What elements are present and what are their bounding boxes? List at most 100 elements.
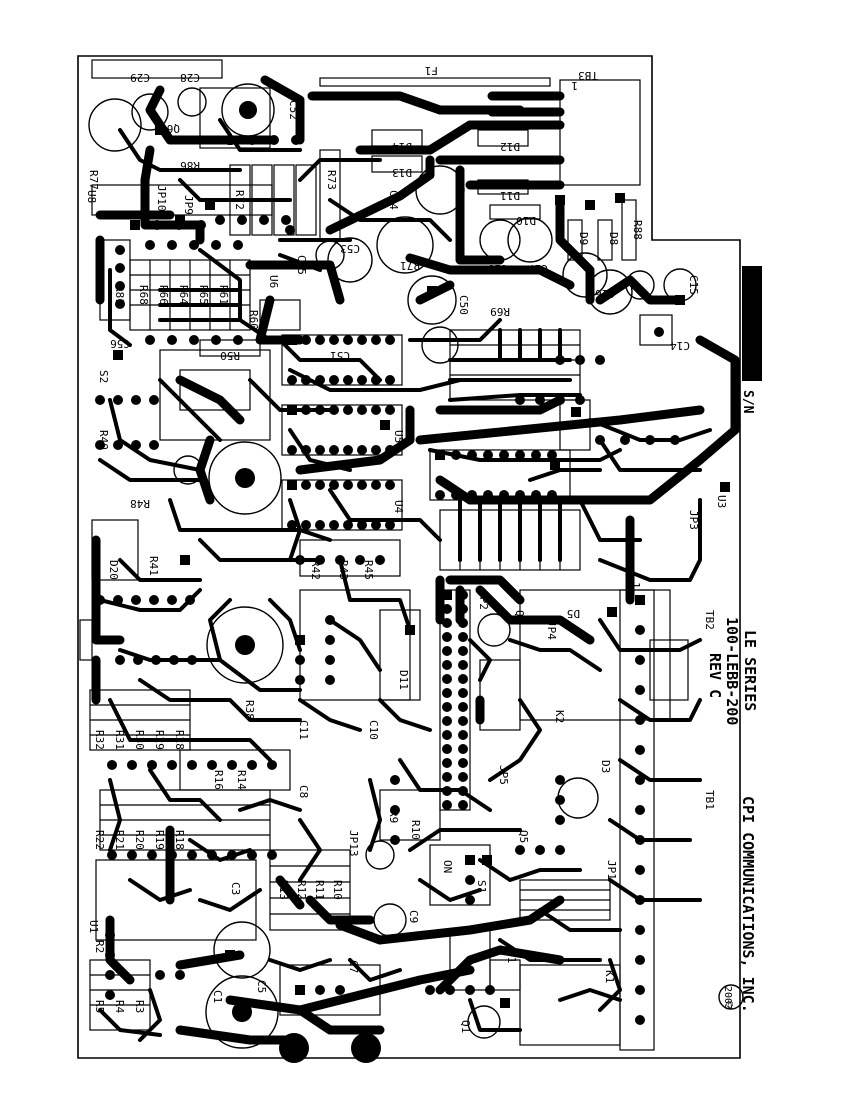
solder-pad [635, 895, 645, 905]
label-r5: R5 [93, 1000, 106, 1013]
solder-pad [237, 215, 247, 225]
solder-pad [595, 435, 605, 445]
solder-pad [458, 590, 468, 600]
solder-pad [385, 335, 395, 345]
label-d13: D13 [392, 166, 412, 179]
solder-pad [175, 970, 185, 980]
solder-pad [427, 286, 437, 296]
solder-pad [343, 375, 353, 385]
solder-pad [133, 655, 143, 665]
solder-pad [287, 375, 297, 385]
solder-pad [547, 450, 557, 460]
solder-pad [451, 490, 461, 500]
solder-pad [371, 520, 381, 530]
label-r65: R65 [197, 285, 210, 305]
solder-pad [635, 715, 645, 725]
label-jp1: JP1 [605, 860, 618, 880]
solder-pad [315, 985, 325, 995]
solder-pad [131, 395, 141, 405]
label-on: ON [441, 860, 454, 873]
solder-pad [113, 350, 123, 360]
solder-pad [315, 445, 325, 455]
solder-pad [152, 220, 162, 230]
solder-pad [515, 845, 525, 855]
solder-pad [550, 460, 560, 470]
solder-pad [515, 395, 525, 405]
pads-filled [232, 101, 664, 1063]
solder-pad [287, 480, 297, 490]
solder-pad [357, 375, 367, 385]
component-labels: TB3 1 F1 C29 C28 C52 Q6 Q7 R86 R77 U8 JP… [85, 64, 728, 1033]
solder-pad [95, 595, 105, 605]
solder-pad [357, 480, 367, 490]
circular-components [88, 83, 744, 1049]
solder-pad [291, 135, 301, 145]
component-outlines [79, 59, 689, 1051]
solder-pad [465, 985, 475, 995]
solder-pad [442, 730, 452, 740]
solder-pad [458, 702, 468, 712]
solder-pad [458, 786, 468, 796]
label-tb3: TB3 [578, 69, 598, 82]
solder-pad [247, 135, 257, 145]
label-c29: C29 [130, 71, 150, 84]
label-r10: R10 [409, 820, 422, 840]
solder-pad [127, 760, 137, 770]
solder-pad [115, 245, 125, 255]
label-jp5: JP5 [497, 765, 510, 785]
label-r20: R20 [133, 830, 146, 850]
solder-pad [325, 635, 335, 645]
label-c1: C1 [211, 990, 224, 1003]
solder-pad [635, 805, 645, 815]
solder-pad [207, 850, 217, 860]
solder-pad [105, 950, 115, 960]
solder-pad [301, 445, 311, 455]
solder-pad [301, 375, 311, 385]
solder-pad [113, 595, 123, 605]
label-tb3-pin: 1 [571, 79, 578, 92]
solder-pad [187, 850, 197, 860]
solder-pad [329, 480, 339, 490]
label-r21: R21 [113, 830, 126, 850]
solder-pad [458, 632, 468, 642]
solder-pad [442, 590, 452, 600]
solder-pad [357, 445, 367, 455]
solder-pad [205, 200, 215, 210]
solder-pad [442, 618, 452, 628]
solder-pad [113, 440, 123, 450]
label-q5: Q5 [517, 830, 530, 843]
copyright-symbol: © [723, 1001, 736, 1008]
series-name: LE SERIES [741, 630, 759, 711]
solder-pad [189, 240, 199, 250]
solder-pad [375, 555, 385, 565]
solder-pad [458, 744, 468, 754]
solder-pad [535, 395, 545, 405]
solder-pad [167, 335, 177, 345]
solder-pad [269, 135, 279, 145]
solder-pad [295, 555, 305, 565]
copyright-year: 2003 [722, 986, 733, 1010]
solder-pad [227, 760, 237, 770]
solder-pad [451, 450, 461, 460]
solder-pad [405, 625, 415, 635]
solder-pad [482, 855, 492, 865]
solder-pad [635, 685, 645, 695]
solder-pad [325, 675, 335, 685]
label-d10: D10 [516, 214, 536, 227]
solder-pad [635, 1015, 645, 1025]
solder-pad [371, 405, 381, 415]
solder-pad [357, 520, 367, 530]
label-r22: R22 [93, 830, 106, 850]
solder-pad [187, 760, 197, 770]
solder-pad [185, 595, 195, 605]
solder-pad [515, 490, 525, 500]
solder-pads [95, 125, 730, 1025]
solder-pad [531, 450, 541, 460]
solder-pad [357, 405, 367, 415]
solder-pad [458, 618, 468, 628]
solder-pad [380, 420, 390, 430]
solder-pad [635, 865, 645, 875]
solder-pad [390, 775, 400, 785]
solder-pad [287, 405, 297, 415]
